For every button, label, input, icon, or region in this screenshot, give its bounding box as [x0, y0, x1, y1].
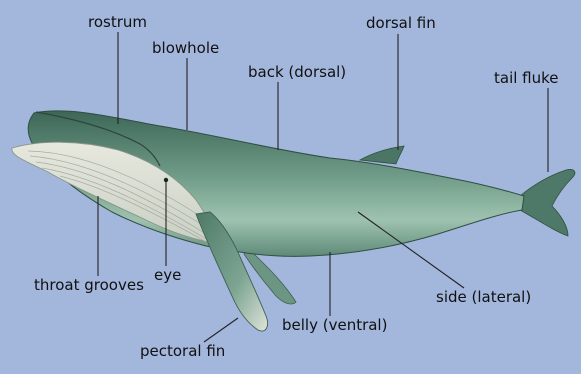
throat-grooves-label: throat grooves [34, 278, 144, 293]
dorsal-fin-shape [360, 146, 404, 164]
dorsal-fin-label: dorsal fin [366, 16, 436, 31]
eye-label: eye [154, 268, 181, 283]
eye-dot [164, 178, 168, 182]
tail-fluke-shape [520, 169, 575, 236]
tail-fluke-label: tail fluke [494, 71, 559, 86]
back-label: back (dorsal) [248, 65, 346, 80]
blowhole-label: blowhole [152, 41, 219, 56]
rostrum-label: rostrum [88, 15, 147, 30]
side-label: side (lateral) [436, 290, 531, 305]
belly-label: belly (ventral) [282, 318, 387, 333]
pectoral-fin-label: pectoral fin [140, 344, 225, 359]
